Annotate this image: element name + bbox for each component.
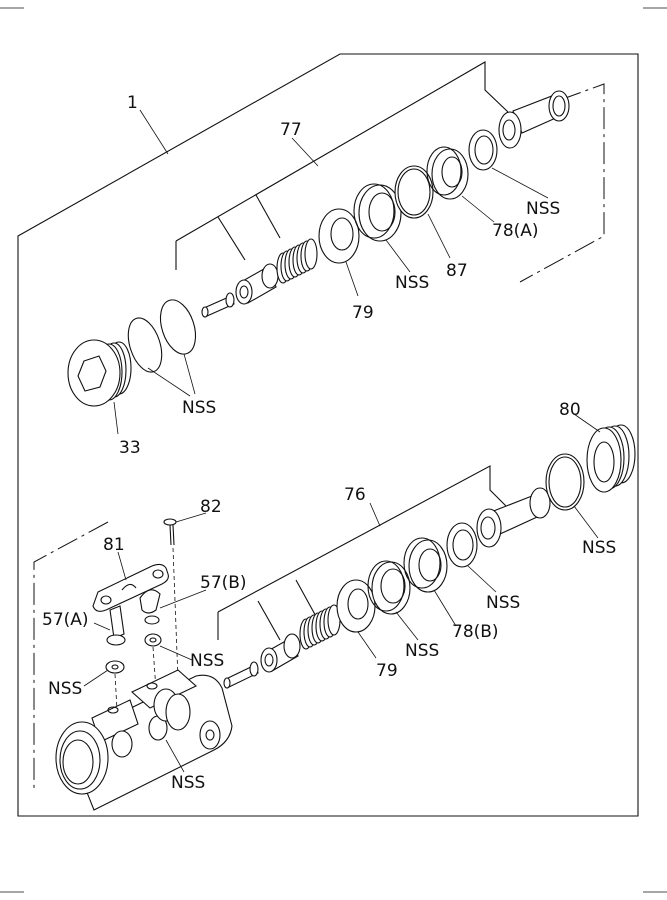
callout-nss-body: NSS bbox=[171, 773, 205, 793]
callout-nss-top: NSS bbox=[526, 199, 560, 219]
callout-nss-spring-lower: NSS bbox=[405, 641, 439, 661]
washer-a bbox=[105, 660, 125, 674]
upper-piston-group bbox=[67, 61, 570, 407]
callout-nss-right: NSS bbox=[582, 538, 616, 558]
callout-79-upper: 79 bbox=[352, 303, 374, 323]
callout-82: 82 bbox=[200, 497, 222, 517]
callout-1: 1 bbox=[127, 93, 138, 113]
callout-76: 76 bbox=[344, 485, 366, 505]
plate-81 bbox=[92, 563, 169, 612]
callout-nss-spring-upper: NSS bbox=[395, 273, 429, 293]
cap-80 bbox=[586, 424, 636, 493]
callout-79-lower: 79 bbox=[376, 661, 398, 681]
callout-labels: 1 77 79 NSS 87 78(A) NSS NSS 33 80 76 82… bbox=[42, 93, 616, 793]
cap-33 bbox=[67, 339, 132, 407]
washer-79-lower bbox=[336, 579, 376, 633]
cup-78b bbox=[403, 537, 448, 593]
cup-78a bbox=[426, 146, 469, 200]
callout-78b: 78(B) bbox=[452, 622, 499, 642]
seal-ring-upper bbox=[353, 183, 402, 242]
callout-57b: 57(B) bbox=[200, 573, 247, 593]
callout-nss-washer-a: NSS bbox=[48, 679, 82, 699]
sleeve-lower bbox=[476, 487, 551, 548]
callout-nss-washer-b: NSS bbox=[190, 651, 224, 671]
lower-piston-group bbox=[55, 424, 636, 811]
assembly-boundary bbox=[17, 53, 639, 817]
callout-81: 81 bbox=[103, 535, 125, 555]
bolt-82 bbox=[163, 518, 177, 546]
washer-79-upper bbox=[318, 208, 360, 264]
sleeve-upper bbox=[498, 90, 570, 149]
fitting-57b bbox=[139, 589, 161, 625]
callout-nss-ring-lower: NSS bbox=[486, 593, 520, 613]
callout-87: 87 bbox=[446, 261, 468, 281]
small-ring-lower bbox=[446, 522, 478, 568]
callout-80: 80 bbox=[559, 400, 581, 420]
callout-33: 33 bbox=[119, 438, 141, 458]
spring-lower bbox=[299, 604, 341, 650]
fitting-57a bbox=[106, 605, 126, 646]
callout-nss-orings-upper: NSS bbox=[182, 398, 216, 418]
leader-lines bbox=[83, 109, 601, 773]
o-ring-lower-right bbox=[545, 453, 585, 511]
pushrod-lower bbox=[223, 661, 259, 689]
piston-lower bbox=[260, 633, 301, 673]
o-ring-upper-b bbox=[159, 299, 197, 355]
crop-marks bbox=[0, 7, 667, 893]
callout-57a: 57(A) bbox=[42, 610, 89, 630]
callout-77: 77 bbox=[280, 120, 302, 140]
o-ring-87 bbox=[394, 165, 434, 219]
pushrod-upper bbox=[201, 292, 235, 318]
washer-b bbox=[144, 633, 162, 647]
small-ring-upper bbox=[468, 129, 498, 171]
spring-upper bbox=[276, 238, 318, 284]
section-boundaries bbox=[33, 83, 605, 790]
cylinder-body bbox=[55, 669, 233, 811]
seal-ring-lower bbox=[367, 560, 411, 615]
callout-78a: 78(A) bbox=[492, 221, 539, 241]
piston-upper bbox=[235, 263, 279, 305]
